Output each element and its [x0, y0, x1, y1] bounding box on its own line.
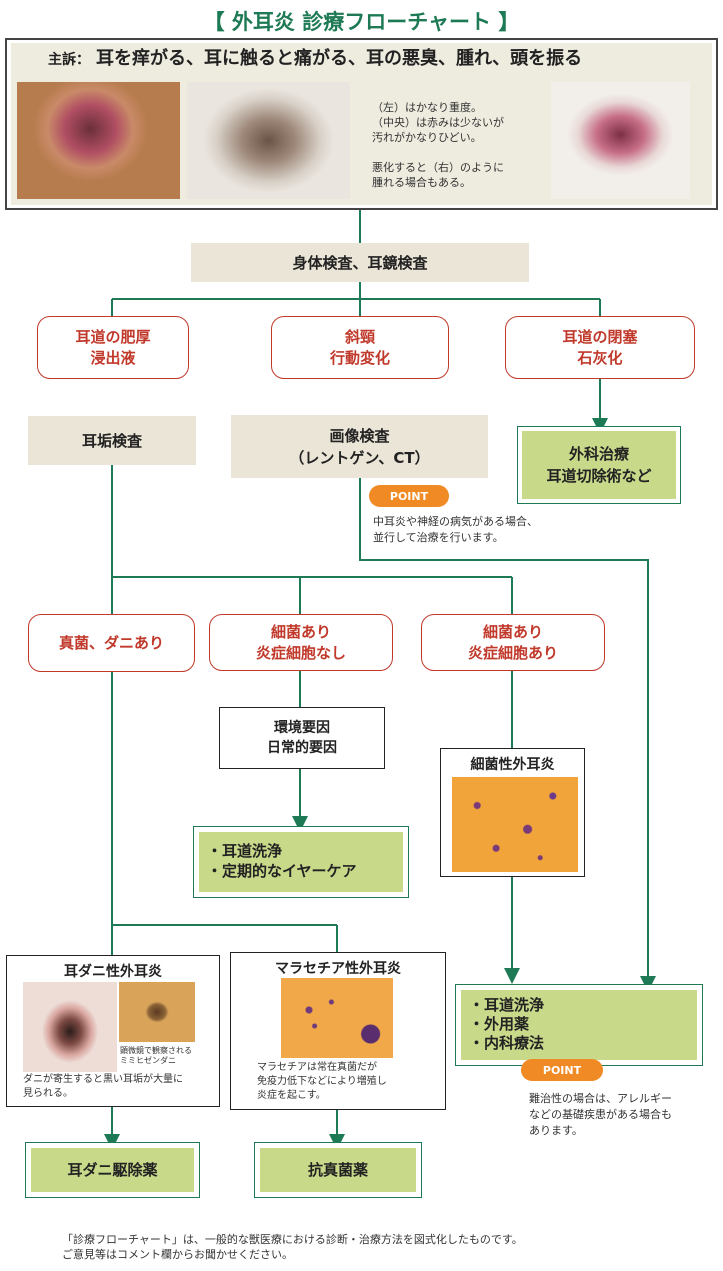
- environment-line1: 環境要因: [274, 720, 330, 736]
- footer-line: 「診療フローチャート」は、一般的な獣医療における診断・治療方法を図式化したもので…: [62, 1233, 523, 1246]
- malassezia-micrograph: [281, 978, 393, 1058]
- mite-caption-line: 顕微鏡で観察される: [120, 1046, 192, 1055]
- mite-caption-line: ミミヒゼンダニ: [120, 1056, 176, 1065]
- environment-box: 環境要因 日常的要因: [219, 707, 385, 769]
- treatment-box: ・耳道洗浄 ・外用薬 ・内科療法: [455, 984, 703, 1066]
- branch-thickening: 耳道の肥厚 浸出液: [37, 316, 189, 379]
- treatment-item: ・耳道洗浄: [469, 996, 545, 1014]
- bacterial-otitis-title: 細菌性外耳炎: [470, 757, 555, 773]
- photo-note-line: （中央）は赤みは少ないが: [372, 116, 504, 129]
- point-note-2-line: 難治性の場合は、アレルギー: [529, 1092, 672, 1105]
- treatment-item: ・外用薬: [469, 1015, 530, 1033]
- malassezia-note: マラセチアは常在真菌だが 免疫力低下などにより増殖し 炎症を起こす。: [257, 1061, 437, 1103]
- ear-photo-center: [187, 82, 350, 199]
- surgery-fill: 外科治療 耳道切除術など: [522, 431, 676, 499]
- imaging-line2: （レントゲン、CT）: [289, 448, 430, 467]
- point-note-1-line: 並行して治療を行います。: [373, 531, 504, 544]
- antifungal-fill: 抗真菌薬: [260, 1148, 416, 1192]
- branch-head-tilt-line1: 斜頸: [344, 327, 375, 346]
- point-note-1-line: 中耳炎や神経の病気がある場合、: [373, 515, 538, 528]
- mite-note-line: ダニが寄生すると黒い耳垢が大量に: [23, 1074, 183, 1085]
- chief-complaint-text: 耳を痒がる、耳に触ると痛がる、耳の悪臭、腫れ、頭を振る: [96, 48, 583, 69]
- footer-note: 「診療フローチャート」は、一般的な獣医療における診断・治療方法を図式化したもので…: [62, 1232, 702, 1262]
- surgery-line2: 耳道切除術など: [546, 467, 652, 485]
- ear-care-fill: ・耳道洗浄 ・定期的なイヤーケア: [199, 832, 403, 892]
- branch-occlusion-line1: 耳道の閉塞: [562, 327, 638, 346]
- footer-line: ご意見等はコメント欄からお聞かせください。: [62, 1248, 293, 1261]
- mite-otitis-title: 耳ダニ性外耳炎: [64, 964, 162, 980]
- branch-occlusion: 耳道の閉塞 石灰化: [505, 316, 695, 379]
- photo-note-line: [372, 145, 542, 160]
- malassezia-otitis-title: マラセチア性外耳炎: [275, 961, 401, 977]
- photo-notes: （左）はかなり重度。 （中央）は赤みは少ないが 汚れがかなりひどい。 悪化すると…: [372, 100, 542, 190]
- bacteria-micrograph: [452, 777, 578, 872]
- physical-exam-box: 身体検査、耳鏡検査: [191, 243, 529, 282]
- mite-ear-photo: [23, 982, 117, 1072]
- surgery-box: 外科治療 耳道切除術など: [517, 426, 681, 504]
- mite-otitis-box: 耳ダニ性外耳炎 顕微鏡で観察される ミミヒゼンダニ ダニが寄生すると黒い耳垢が大…: [6, 955, 220, 1107]
- mite-caption: 顕微鏡で観察される ミミヒゼンダニ: [120, 1046, 200, 1066]
- treatment-fill: ・耳道洗浄 ・外用薬 ・内科療法: [461, 990, 697, 1060]
- branch-head-tilt: 斜頸 行動変化: [271, 316, 449, 379]
- finding-bacteria-no-line1: 細菌あり: [270, 622, 331, 641]
- treatment-item: ・内科療法: [469, 1034, 545, 1052]
- imaging-line1: 画像検査: [329, 426, 390, 445]
- ear-photo-left: [17, 82, 180, 199]
- chief-complaint: 主訴： 耳を痒がる、耳に触ると痛がる、耳の悪臭、腫れ、頭を振る: [48, 44, 698, 70]
- point-note-2-line: あります。: [529, 1124, 583, 1137]
- finding-bacteria-inflammation: 細菌あり 炎症細胞あり: [421, 614, 605, 671]
- ear-care-item: ・耳道洗浄: [207, 842, 283, 860]
- malassezia-note-line: 炎症を起こす。: [257, 1090, 326, 1101]
- bacterial-otitis-box: 細菌性外耳炎: [440, 748, 585, 877]
- branch-thickening-line2: 浸出液: [90, 348, 136, 367]
- branch-thickening-line1: 耳道の肥厚: [75, 327, 151, 346]
- branch-head-tilt-line2: 行動変化: [329, 348, 390, 367]
- finding-bacteria-no-inflammation: 細菌あり 炎症細胞なし: [209, 614, 393, 671]
- photo-note-line: 汚れがかなりひどい。: [372, 131, 482, 144]
- finding-fungus-mites: 真菌、ダニあり: [28, 614, 195, 672]
- mite-note: ダニが寄生すると黒い耳垢が大量に 見られる。: [23, 1073, 219, 1101]
- finding-bacteria-yes-line2: 炎症細胞あり: [467, 643, 558, 662]
- chief-complaint-label: 主訴：: [48, 52, 90, 68]
- photo-note-line: 悪化すると（右）のように: [372, 161, 504, 174]
- finding-bacteria-yes-line1: 細菌あり: [482, 622, 543, 641]
- ear-wax-test-box: 耳垢検査: [28, 416, 196, 465]
- page-title: 【 外耳炎 診療フローチャート 】: [203, 10, 520, 34]
- finding-bacteria-no-line2: 炎症細胞なし: [255, 643, 346, 662]
- mite-drug-fill: 耳ダニ駆除薬: [31, 1148, 194, 1192]
- point-note-1: 中耳炎や神経の病気がある場合、 並行して治療を行います。: [373, 514, 603, 546]
- mite-note-line: 見られる。: [23, 1088, 73, 1099]
- ear-photo-right: [551, 82, 690, 199]
- malassezia-note-line: 免疫力低下などにより増殖し: [257, 1076, 387, 1087]
- imaging-box: 画像検査 （レントゲン、CT）: [231, 415, 488, 478]
- photo-note-line: 腫れる場合もある。: [372, 176, 471, 189]
- point-note-2: 難治性の場合は、アレルギー などの基礎疾患がある場合も あります。: [529, 1091, 714, 1139]
- point-badge-2: POINT: [521, 1059, 603, 1081]
- photo-note-line: （左）はかなり重度。: [372, 101, 482, 114]
- branch-occlusion-line2: 石灰化: [577, 348, 623, 367]
- mite-drug-box: 耳ダニ駆除薬: [25, 1142, 200, 1198]
- environment-line2: 日常的要因: [267, 740, 337, 756]
- point-note-2-line: などの基礎疾患がある場合も: [529, 1108, 672, 1121]
- ear-care-item: ・定期的なイヤーケア: [207, 862, 357, 880]
- malassezia-otitis-box: マラセチア性外耳炎 マラセチアは常在真菌だが 免疫力低下などにより増殖し 炎症を…: [230, 952, 446, 1110]
- antifungal-box: 抗真菌薬: [254, 1142, 422, 1198]
- ear-care-box: ・耳道洗浄 ・定期的なイヤーケア: [193, 826, 409, 898]
- surgery-line1: 外科治療: [568, 445, 629, 463]
- point-badge-1: POINT: [369, 485, 449, 507]
- malassezia-note-line: マラセチアは常在真菌だが: [257, 1062, 377, 1073]
- mite-micrograph: [119, 982, 195, 1042]
